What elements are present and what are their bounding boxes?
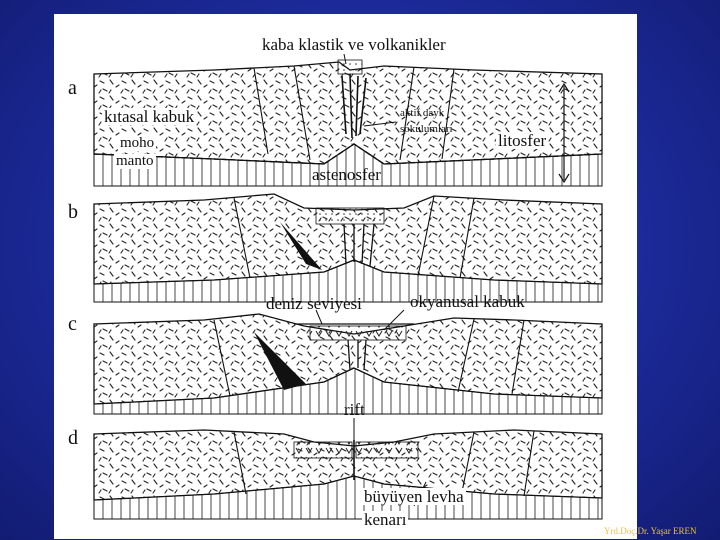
label-asthenosphere: astenosfer xyxy=(312,165,381,184)
stage-d-diagram xyxy=(93,418,603,520)
stage-label-c: c xyxy=(68,313,77,335)
stage-b-faults xyxy=(233,195,475,279)
stage-b-mantle xyxy=(93,259,603,303)
stage-a-mantle xyxy=(93,143,603,187)
label-continental-crust: kıtasal kabuk xyxy=(102,107,197,126)
stage-b-magma-wedge xyxy=(280,222,322,270)
label-rift: rift xyxy=(344,400,365,419)
label-active-dikes-2: sokulumları xyxy=(400,123,453,135)
dikes-pointer xyxy=(363,121,397,127)
lithosphere-arrow-up xyxy=(558,82,570,93)
stage-a-diagram xyxy=(93,53,603,187)
stage-d-ocean-floor-right xyxy=(355,441,419,459)
label-lithosphere: litosfer xyxy=(496,131,549,150)
stage-d-faults xyxy=(233,430,535,497)
stage-d-ocean-floor-left xyxy=(293,441,353,459)
stage-c-diagram xyxy=(93,309,603,415)
stage-c-magma-wedge xyxy=(254,332,306,390)
oceanic-crust-pointer xyxy=(383,309,405,331)
stage-label-a: a xyxy=(68,77,77,99)
stage-b-rift-fill xyxy=(315,207,385,225)
label-mantle: manto xyxy=(114,153,156,169)
label-sea-level: deniz seviyesi xyxy=(266,294,362,313)
stage-b-dikes xyxy=(343,223,375,267)
stage-c-ocean-floor xyxy=(309,325,407,341)
diagram-panel: a b c d kaba klastik ve volkanikler akti… xyxy=(54,14,637,539)
stage-a-moho xyxy=(93,143,603,165)
label-coarse-clastics: kaba klastik ve volkanikler xyxy=(262,35,446,54)
author-credit: Yrd.Doç.Dr. Yaşar EREN xyxy=(604,526,697,536)
label-active-dikes-1: aktif dayk xyxy=(400,107,445,119)
stage-a-fault-left xyxy=(253,65,311,161)
lithosphere-arrow-down xyxy=(558,173,570,184)
stage-a-fault-right xyxy=(399,66,455,161)
label-oceanic-crust: okyanusal kabuk xyxy=(410,292,525,311)
stage-label-b: b xyxy=(68,201,78,223)
stage-c-faults xyxy=(213,318,525,397)
sea-level-pointer xyxy=(315,309,323,325)
stage-a-clastic-fill xyxy=(337,59,363,75)
label-moho: moho xyxy=(118,135,157,151)
stage-c-dikes xyxy=(347,339,367,371)
stage-label-d: d xyxy=(68,427,78,449)
label-growing-plate-1: büyüyen levha xyxy=(362,487,466,506)
clastics-pointer xyxy=(343,53,347,65)
label-growing-plate-2: kenarı xyxy=(362,510,409,529)
rift-diagram xyxy=(93,53,603,520)
stage-c-mantle xyxy=(93,367,603,415)
stage-b-diagram xyxy=(93,193,603,303)
stage-a-dikes xyxy=(341,73,367,139)
